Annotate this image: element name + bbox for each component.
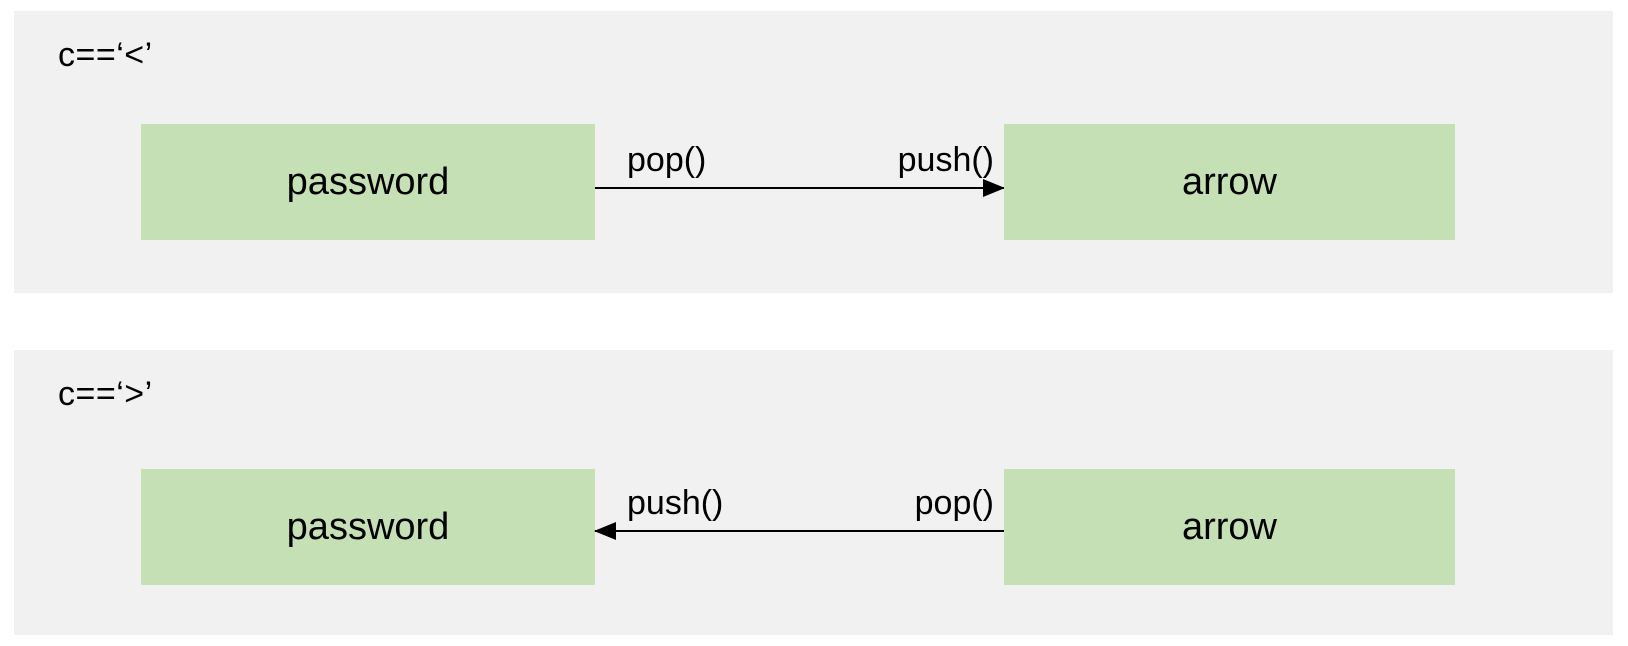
arrowhead-right-icon bbox=[983, 179, 1005, 197]
arrow-password-to-arrow: pop() push() bbox=[595, 143, 1005, 197]
condition-label-greater-than: c==‘>’ bbox=[58, 375, 153, 413]
arrow-arrow-to-password: push() pop() bbox=[594, 486, 1004, 540]
panel-condition-greater-than: c==‘>’ password push() pop() arrow bbox=[14, 350, 1613, 635]
node-label: arrow bbox=[1181, 160, 1278, 203]
node-label: password bbox=[286, 505, 450, 548]
arrow-line bbox=[595, 530, 1004, 532]
node-password-row1: password bbox=[141, 124, 595, 240]
node-arrow-row2: arrow bbox=[1004, 469, 1455, 585]
row-less-than: c==‘<’ password pop() push() arrow bbox=[14, 11, 1613, 293]
panel-condition-less-than: c==‘<’ password pop() push() arrow bbox=[14, 11, 1613, 293]
edge-label-pop-row1: pop() bbox=[627, 141, 707, 179]
node-label: password bbox=[286, 160, 450, 203]
node-password-row2: password bbox=[141, 469, 595, 585]
row-greater-than: c==‘>’ password push() pop() arrow bbox=[14, 350, 1613, 635]
node-arrow-row1: arrow bbox=[1004, 124, 1455, 240]
condition-label-less-than: c==‘<’ bbox=[58, 36, 153, 74]
edge-label-push-row1: push() bbox=[897, 141, 994, 179]
edge-label-pop-row2: pop() bbox=[914, 484, 994, 522]
edge-label-push-row2: push() bbox=[627, 484, 724, 522]
arrow-line bbox=[595, 187, 1004, 189]
node-label: arrow bbox=[1181, 505, 1278, 548]
arrowhead-left-icon bbox=[594, 522, 616, 540]
